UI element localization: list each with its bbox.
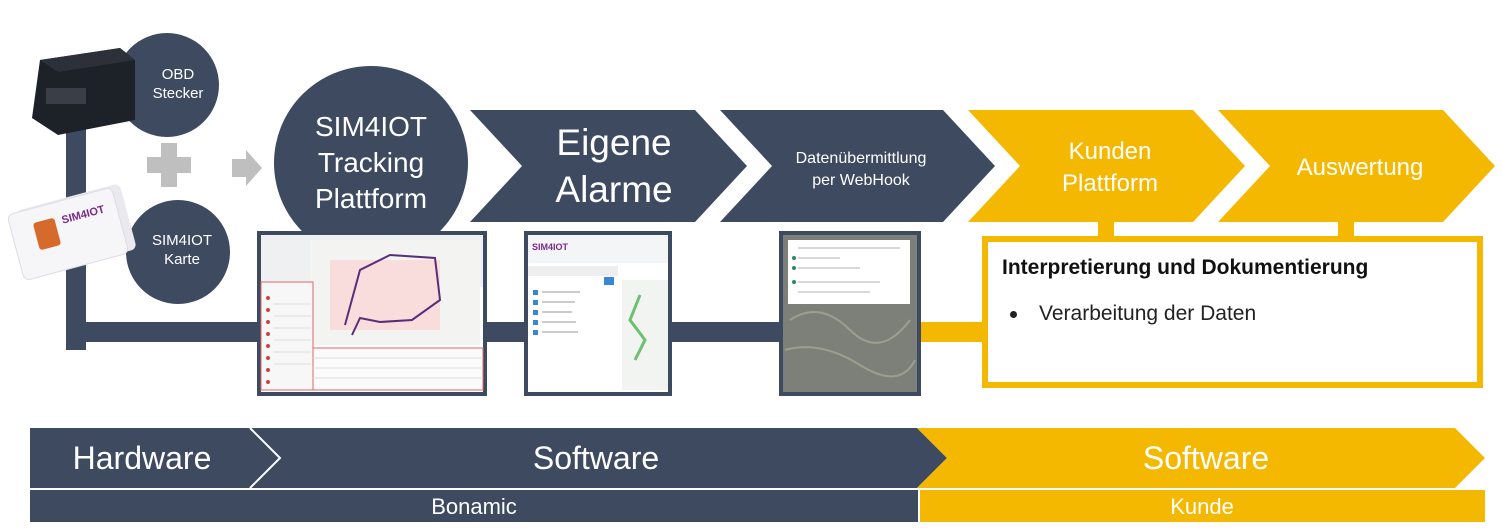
plus-icon [147,143,191,187]
webhook-line1: Datenübermittlung [796,150,927,167]
alarms-line1: Eigene [556,122,671,163]
obd-device-group: OBD Stecker [32,33,219,137]
customer-platform-line1: Kunden [1069,138,1152,165]
sim-label-line2: Karte [164,251,200,268]
obd-label-line1: OBD [162,66,195,83]
arrow-right-icon [232,150,262,186]
sim-card-icon: SIM4IOT [7,184,136,280]
platform-line3: Plattform [315,183,427,214]
hardware-label: Hardware [73,440,212,476]
bonamic-label: Bonamic [431,494,517,519]
customer-platform-chevron: Kunden Plattform [968,110,1245,222]
interpretation-box: Interpretierung und Dokumentierung Verar… [982,236,1483,388]
info-list-item: Verarbeitung der Daten [1002,302,1463,326]
alarms-line2: Alarme [555,169,672,210]
evaluation-label: Auswertung [1297,154,1424,181]
hardware-separator [249,427,282,489]
software-left-label: Software [533,440,659,476]
platform-line1: SIM4IOT [315,111,427,142]
info-item-text: Verarbeitung der Daten [1039,302,1257,325]
customer-platform-line2: Plattform [1062,170,1158,197]
obd-label-line2: Stecker [153,85,204,102]
evaluation-chevron: Auswertung [1218,110,1495,222]
bottom-bar: Hardware Software Software Bonamic Kunde [30,427,1485,522]
sim-label-line1: SIM4IOT [152,232,212,249]
tracking-map-screenshot [257,231,487,396]
bullet-icon [1010,310,1017,318]
webhook-settings-screenshot [779,231,921,396]
alarm-settings-screenshot: SIM4IOT [524,231,672,396]
platform-line2: Tracking [318,147,424,178]
info-title: Interpretierung und Dokumentierung [1002,256,1369,279]
software-right-label: Software [1143,440,1269,476]
tracking-platform-node: SIM4IOT Tracking Plattform [274,66,468,260]
simcard-group: SIM4IOT SIM4IOT Karte [7,184,230,304]
obd-plug-device-icon [32,48,135,135]
webhook-chevron: Datenübermittlung per WebHook [720,110,995,222]
alarms-brand-text: SIM4IOT [532,242,569,252]
kunde-label: Kunde [1170,494,1234,519]
webhook-line2: per WebHook [812,172,911,189]
alarms-chevron: Eigene Alarme [470,110,747,222]
